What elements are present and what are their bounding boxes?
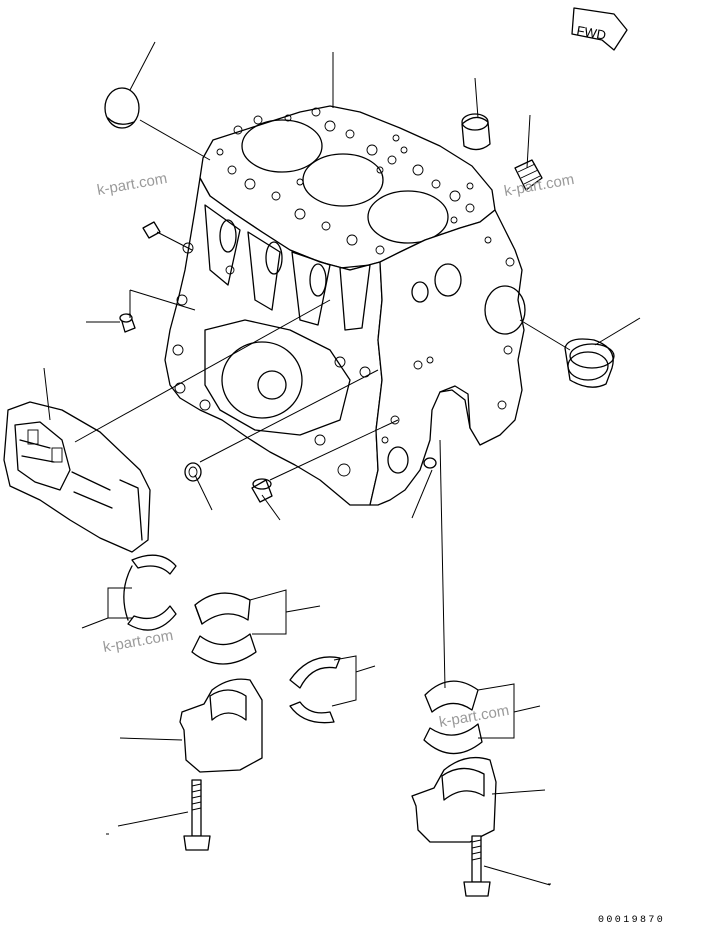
- expansion-plug: [461, 113, 491, 151]
- main-bearing-lower: [423, 723, 483, 755]
- thrust-washer: [123, 554, 177, 631]
- main-bearing-cap: [179, 678, 263, 773]
- plug: [184, 462, 202, 482]
- plug: [251, 478, 273, 503]
- direction-label: FWD: [575, 23, 607, 43]
- leader-ticks: [106, 833, 551, 885]
- crankshaft-bushing: [564, 338, 615, 388]
- main-bearing-upper: [424, 680, 479, 713]
- cylinder-block: [164, 105, 526, 506]
- thrust-washer: [289, 656, 341, 724]
- dowel-pin: [423, 457, 437, 469]
- main-bearing-cap: [411, 756, 497, 843]
- drawing-number: 00019870: [598, 915, 665, 926]
- dowel-pin: [142, 221, 161, 239]
- cap-bolt: [183, 779, 211, 851]
- expansion-plug: [104, 87, 140, 129]
- main-bearing-upper: [194, 592, 251, 625]
- forward-arrow-icon: FWD: [571, 7, 628, 51]
- main-bearing-lower: [191, 633, 257, 665]
- watermark: k-part.com: [96, 170, 169, 199]
- watermark: k-part.com: [102, 627, 175, 656]
- side-cover: [3, 401, 151, 553]
- threaded-plug: [514, 159, 543, 191]
- plug: [119, 313, 136, 333]
- leader-lines: [43, 41, 641, 886]
- cap-bolt: [463, 835, 491, 897]
